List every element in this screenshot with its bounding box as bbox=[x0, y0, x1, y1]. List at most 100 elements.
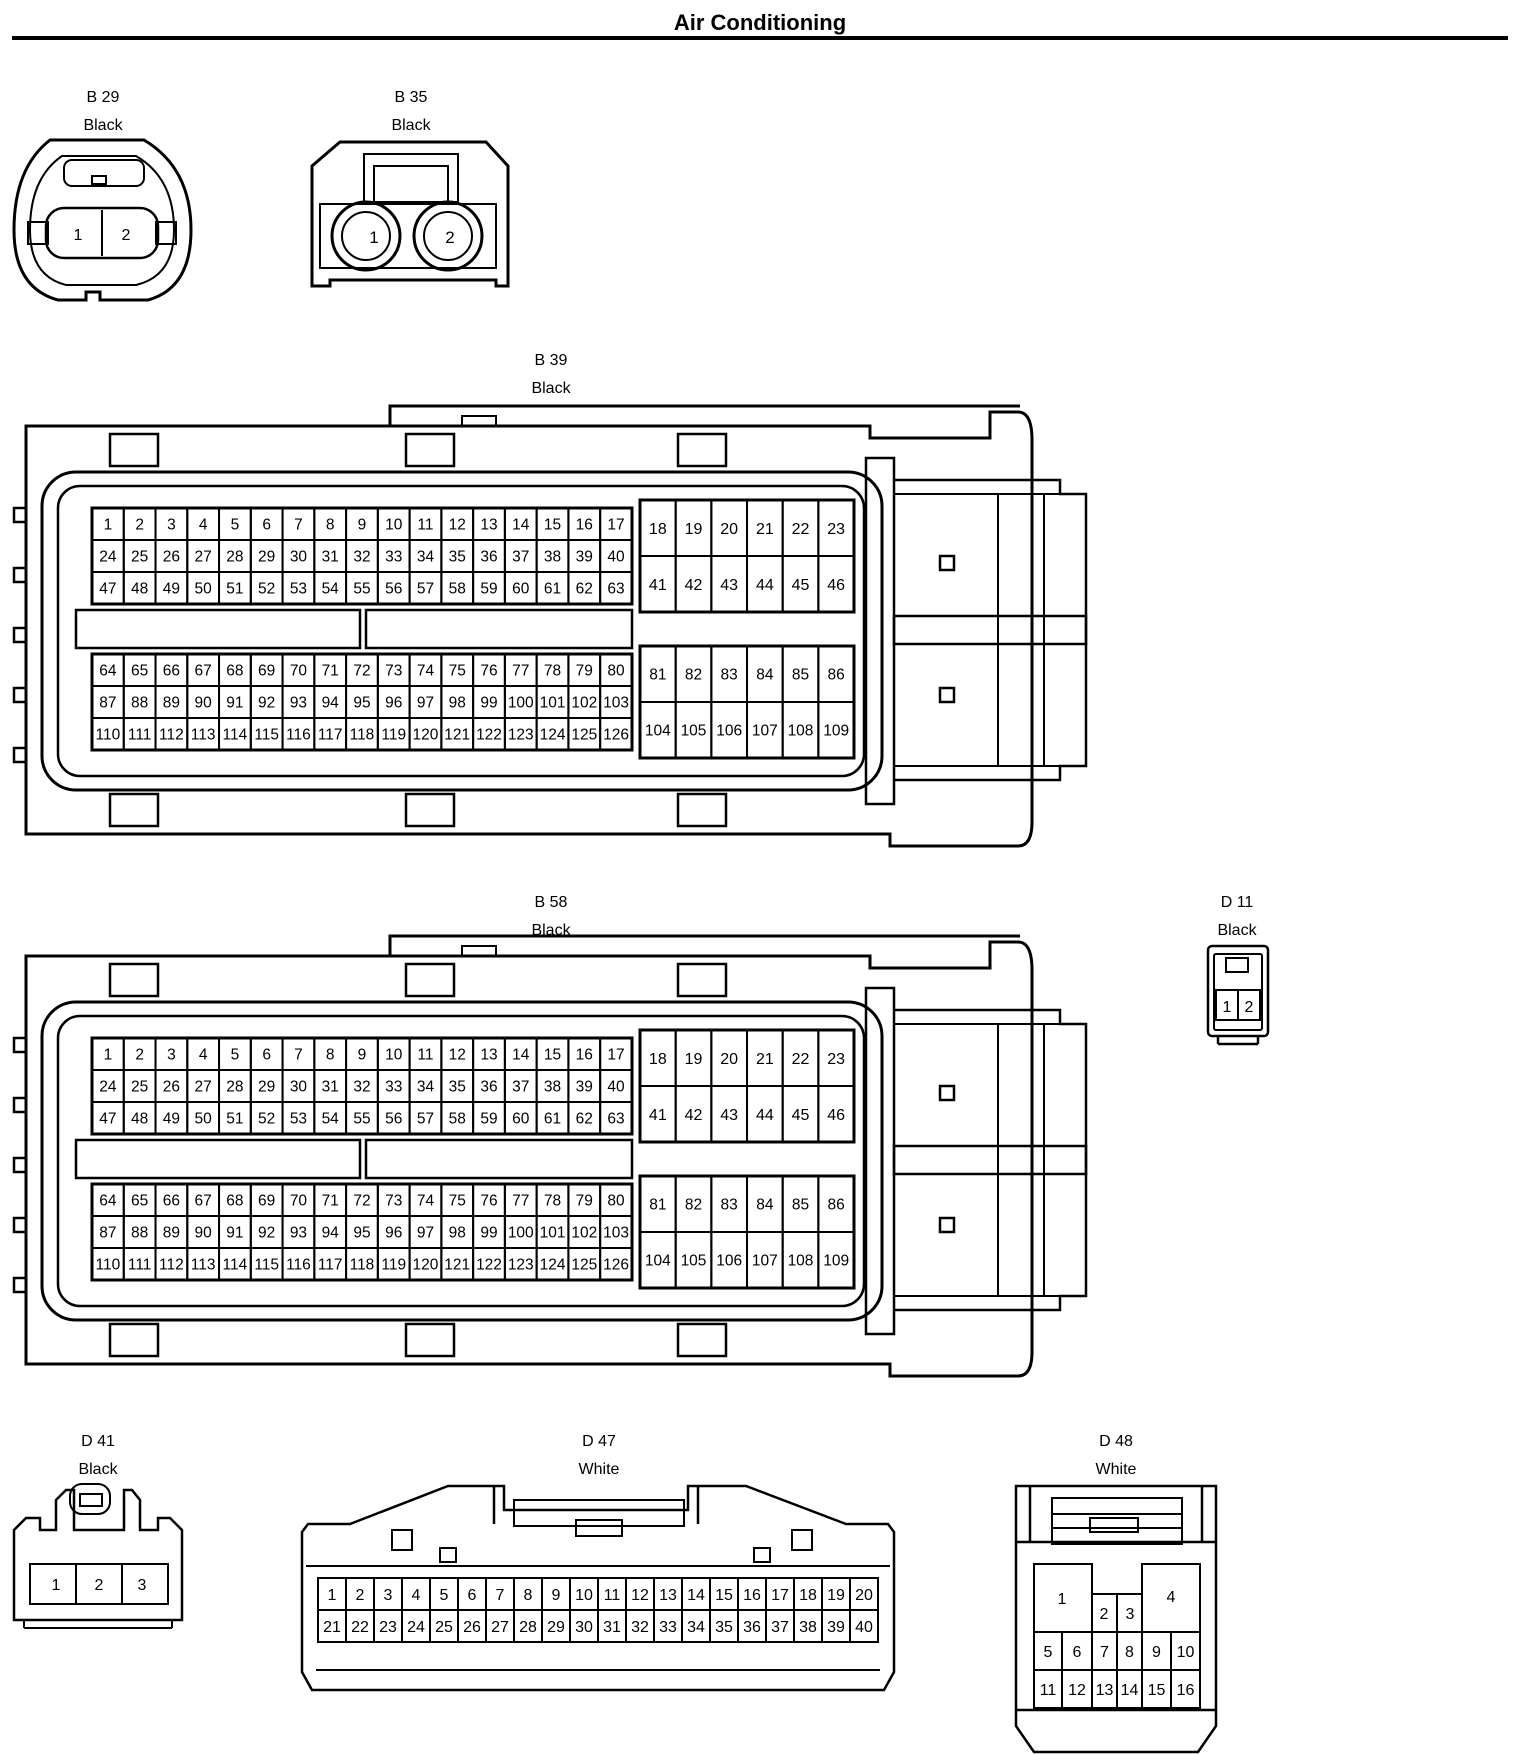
b39-pin-112: 112 bbox=[159, 727, 184, 744]
d47-pin-37: 37 bbox=[771, 1619, 789, 1636]
b58-pin-116: 116 bbox=[286, 1257, 311, 1274]
d48-pin-6: 6 bbox=[1073, 1644, 1082, 1661]
b58-pin-57: 57 bbox=[417, 1111, 434, 1128]
b58-pin-37: 37 bbox=[512, 1079, 529, 1096]
b58-pin-82: 82 bbox=[685, 1197, 702, 1214]
b39-pin-29: 29 bbox=[258, 549, 275, 566]
b39-pin-82: 82 bbox=[685, 667, 702, 684]
b39-pin-105: 105 bbox=[681, 723, 707, 740]
d41-pin-3: 3 bbox=[138, 1577, 147, 1594]
b58-pin-75: 75 bbox=[449, 1193, 466, 1210]
d48-pin-11: 11 bbox=[1040, 1682, 1057, 1699]
b39-pin-7: 7 bbox=[294, 517, 303, 534]
caption-d48: D 48 White bbox=[1046, 1428, 1186, 1484]
d41-pin-2: 2 bbox=[95, 1577, 104, 1594]
b39-pin-1: 1 bbox=[104, 517, 113, 534]
b39-pin-12: 12 bbox=[449, 517, 466, 534]
connector-d41 bbox=[12, 1483, 184, 1629]
b58-pin-40: 40 bbox=[607, 1079, 625, 1096]
b58-pin-70: 70 bbox=[290, 1193, 308, 1210]
d47-pin-27: 27 bbox=[491, 1619, 509, 1636]
b39-pin-101: 101 bbox=[540, 695, 566, 712]
b58-housing bbox=[24, 940, 1034, 1378]
b39-pin-81: 81 bbox=[649, 667, 666, 684]
b58-pin-89: 89 bbox=[163, 1225, 180, 1242]
b58-cell bbox=[817, 1231, 856, 1289]
b39-pin-39: 39 bbox=[576, 549, 593, 566]
b39-pin-91: 91 bbox=[226, 695, 243, 712]
b58-pin-26: 26 bbox=[163, 1079, 180, 1096]
b29-color: Black bbox=[83, 117, 123, 134]
d48-pin-12: 12 bbox=[1068, 1682, 1086, 1699]
b39-pin-123: 123 bbox=[508, 727, 534, 744]
d47-pin-15: 15 bbox=[715, 1587, 733, 1604]
b58-pin-41: 41 bbox=[649, 1107, 667, 1124]
b58-pin-120: 120 bbox=[413, 1257, 439, 1274]
b58-pin-60: 60 bbox=[512, 1111, 530, 1128]
b39-pin-90: 90 bbox=[195, 695, 213, 712]
b58-pin-28: 28 bbox=[226, 1079, 243, 1096]
b39-pin-77: 77 bbox=[512, 663, 529, 680]
b39-pin-56: 56 bbox=[385, 581, 402, 598]
b58-pin-106: 106 bbox=[716, 1253, 742, 1270]
b58-pin-29: 29 bbox=[258, 1079, 275, 1096]
b39-pin-118: 118 bbox=[350, 727, 375, 744]
b58-pin-36: 36 bbox=[480, 1079, 497, 1096]
d48-color: White bbox=[1095, 1461, 1137, 1478]
b39-pin-69: 69 bbox=[258, 663, 275, 680]
d47-pin-29: 29 bbox=[547, 1619, 565, 1636]
b39-pin-110: 110 bbox=[96, 727, 121, 744]
b58-lock-square bbox=[938, 1084, 956, 1102]
b58-pin-126: 126 bbox=[603, 1257, 629, 1274]
b58-pin-91: 91 bbox=[226, 1225, 243, 1242]
d47-cell bbox=[849, 1609, 879, 1643]
b58-pin-67: 67 bbox=[195, 1193, 212, 1210]
d48-pin-15: 15 bbox=[1148, 1682, 1166, 1699]
d47-pin-11: 11 bbox=[604, 1587, 621, 1604]
b39-pin-78: 78 bbox=[544, 663, 561, 680]
b58-pin-30: 30 bbox=[290, 1079, 308, 1096]
b58-pin-6: 6 bbox=[262, 1047, 271, 1064]
b39-pin-18: 18 bbox=[649, 521, 667, 538]
b58-pin-19: 19 bbox=[685, 1051, 703, 1068]
b58-pin-16: 16 bbox=[576, 1047, 593, 1064]
b39-pin-63: 63 bbox=[607, 581, 624, 598]
b58-pin-72: 72 bbox=[353, 1193, 370, 1210]
b39-pin-87: 87 bbox=[99, 695, 116, 712]
b58-pin-117: 117 bbox=[318, 1257, 343, 1274]
b58-pin-105: 105 bbox=[681, 1253, 707, 1270]
b39-pin-41: 41 bbox=[649, 577, 667, 594]
b58-pin-125: 125 bbox=[571, 1257, 597, 1274]
b58-pin-3: 3 bbox=[167, 1047, 176, 1064]
d11-id: D 11 bbox=[1220, 894, 1254, 911]
b58-pin-12: 12 bbox=[449, 1047, 466, 1064]
b58-pin-81: 81 bbox=[649, 1197, 666, 1214]
d47-pin-20: 20 bbox=[855, 1587, 873, 1604]
b58-pin-4: 4 bbox=[199, 1047, 208, 1064]
b39-pin-38: 38 bbox=[544, 549, 561, 566]
b39-pin-117: 117 bbox=[318, 727, 343, 744]
b58-pin-97: 97 bbox=[417, 1225, 434, 1242]
b39-pin-17: 17 bbox=[607, 517, 624, 534]
b58-pin-44: 44 bbox=[756, 1107, 774, 1124]
b58-pin-47: 47 bbox=[99, 1111, 116, 1128]
b58-cell bbox=[599, 1101, 633, 1135]
b58-pin-13: 13 bbox=[480, 1047, 497, 1064]
b39-pin-99: 99 bbox=[480, 695, 497, 712]
d48-pin-4: 4 bbox=[1167, 1589, 1176, 1606]
b58-pin-32: 32 bbox=[353, 1079, 370, 1096]
d48-pin-13: 13 bbox=[1096, 1682, 1114, 1699]
b58-pin-122: 122 bbox=[476, 1257, 502, 1274]
b58-pin-52: 52 bbox=[258, 1111, 275, 1128]
d47-pin-9: 9 bbox=[552, 1587, 561, 1604]
b39-pin-45: 45 bbox=[792, 577, 810, 594]
b39-pin-102: 102 bbox=[571, 695, 597, 712]
b39-pin-121: 121 bbox=[444, 727, 470, 744]
d47-id: D 47 bbox=[582, 1433, 616, 1450]
b39-cell bbox=[599, 571, 633, 605]
b39-pin-108: 108 bbox=[788, 723, 814, 740]
d47-pin-36: 36 bbox=[743, 1619, 761, 1636]
b58-pin-34: 34 bbox=[417, 1079, 435, 1096]
b39-pin-32: 32 bbox=[353, 549, 370, 566]
b58-pin-103: 103 bbox=[603, 1225, 629, 1242]
